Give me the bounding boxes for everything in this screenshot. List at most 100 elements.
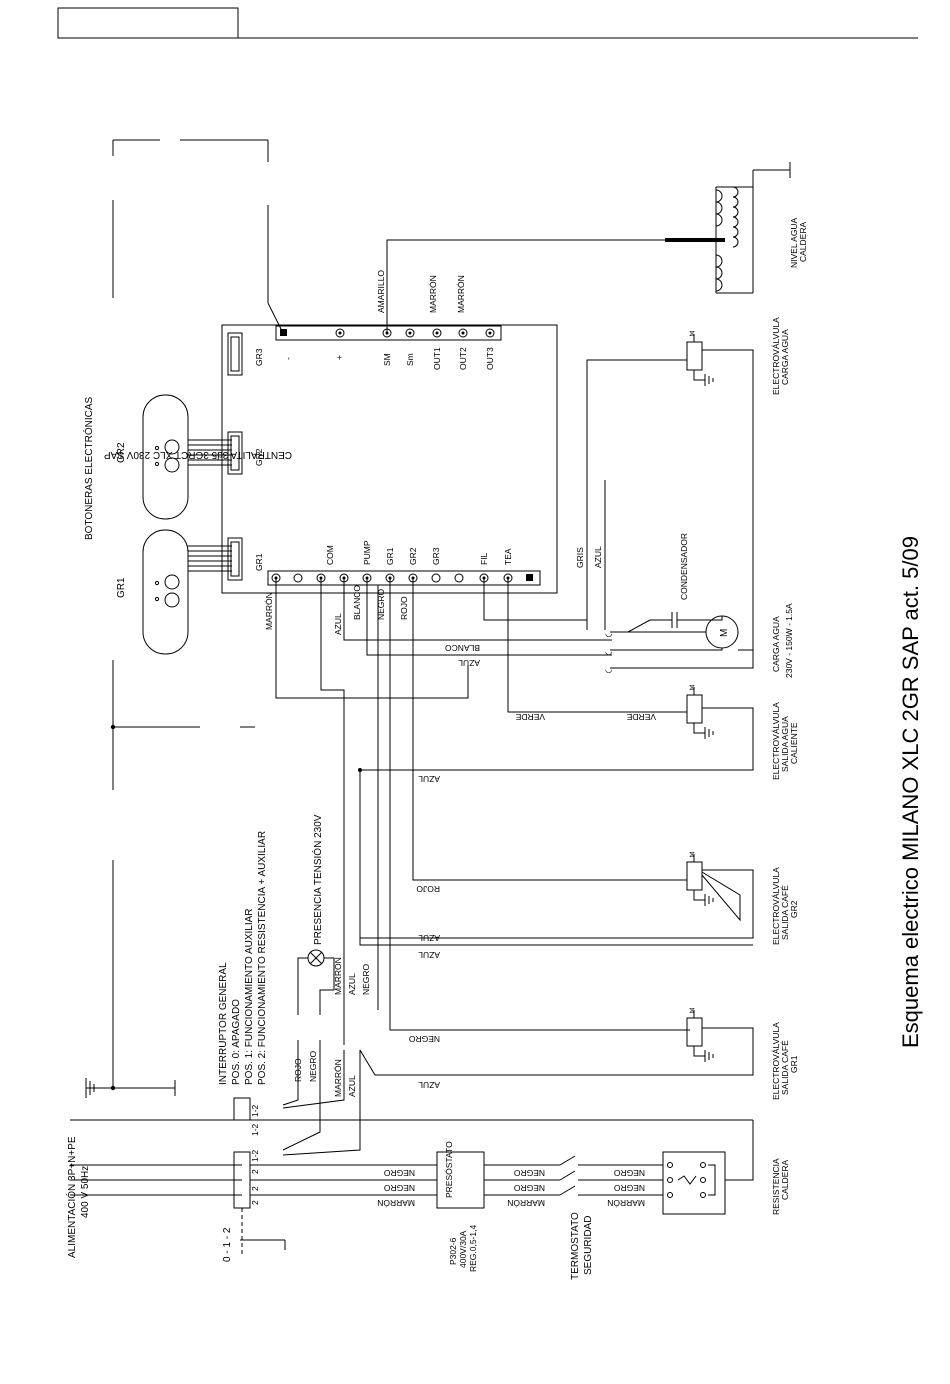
keypads-title: BOTONERAS ELECTRÓNICAS [82,396,95,540]
wire-marron-main [275,578,469,699]
wire-gr2-rojo [412,578,687,881]
condenser-label: CONDENSADOR [679,533,689,600]
switch-azul-label: AZUL [347,1075,357,1097]
lamp-label: PRESENCIA TENSIÓN 230V [311,814,324,945]
wire-azul-label-pump: AZUL [593,546,603,568]
svg-text:2: 2 [250,1169,260,1174]
board-side-connectors: GR3 GR2 GR1 [227,332,264,581]
terminal-minus-label: - [283,357,293,360]
svg-text:NEGRO: NEGRO [613,1168,645,1178]
terminal-tea-label: TEA [503,548,513,565]
feed-negro-label: NEGRO [361,963,371,995]
wire-gr1-negro [389,578,690,1031]
level-label-1: NIVEL AGUA [789,217,799,268]
terminal-out2-label: OUT2 [458,347,468,370]
svg-text:2: 2 [250,1200,260,1205]
svg-text:2: 2 [250,1186,260,1191]
pump-label-2: 230V - 150W - 1.5A [784,603,794,678]
terminal-sm-label: SM [382,353,392,366]
wire-azul-label-caliente: AZUL [418,774,440,784]
valve-carga-label-1: ELECTROVÁLVULA [771,317,781,395]
svg-text:⧖: ⧖ [689,849,695,859]
wire-verde-label-1: VERDE [515,712,545,722]
svg-text:MARRÓN: MARRÓN [377,1198,415,1208]
wire-azul-label-cross: AZUL [458,658,480,668]
main-switch: INTERRUPTOR GENERAL POS. 0: APAGADO POS.… [218,814,371,1262]
wire-gr3-frame [267,302,284,334]
power-supply: ALIMENTACIÓN 3P+N+PE 400 V 50Hz [65,1119,754,1258]
valve-caliente-label-3: CALIENTE [789,722,799,764]
svg-text:NEGRO: NEGRO [383,1168,415,1178]
valve-gr1-label-3: GR1 [789,1055,799,1073]
wire-negro-label-term: NEGRO [376,588,386,620]
wire-azul-common [359,770,753,946]
switch-marron-label: MARRÓN [333,1059,343,1097]
wire-azul-label-gr2-1: AZUL [418,933,440,943]
terminal-fil-label: FIL [479,552,489,565]
pump-label-1: CARGA AGUA [771,616,781,672]
wire-com [320,578,345,1045]
wire-amarillo-label: AMARILLO [376,270,386,313]
connector-gr2-label: GR2 [254,448,264,466]
valve-cafe-gr2: ⧖ ROJO AZUL AZUL ELECTROVÁLVULA SALIDA C… [360,849,799,960]
wire-azul-label-gr1: AZUL [418,1080,440,1090]
wire-blanco-label-term: BLANCO [352,585,362,620]
svg-text:◡: ◡ [605,664,613,674]
wire-rojo-label-term: ROJO [399,596,409,620]
terminal-sm-lower-label: Sm [405,353,415,366]
svg-text:1-2: 1-2 [250,1149,260,1162]
valve-cafe-gr1: ⧖ NEGRO AZUL ELECTROVÁLVULA SALIDA CAFÉ … [359,1005,799,1100]
power-label-1: ALIMENTACIÓN 3P+N+PE [65,1136,78,1258]
wire-rojo-label-gr2: ROJO [416,884,440,894]
svg-text:⧖: ⧖ [689,1005,695,1015]
valve-caliente-label-1: ELECTROVÁLVULA [771,702,781,780]
terminal-gr3-label: GR3 [431,547,441,565]
pressostat-spec-2: 400V/30A [458,1230,468,1268]
lamp-rojo-label: ROJO [293,1058,303,1082]
wire-blanco-label: BLANCO [445,643,480,653]
switch-positions: 0 - 1 - 2 [222,1227,233,1262]
svg-text:MARRÓN: MARRÓN [507,1198,545,1208]
valve-salida-agua: ⧖ VERDE VERDE AZUL ELECTROVÁLVULA SALIDA… [358,578,799,784]
pump-motor: M CONDENSADOR CARGA AGUA 230V - 150W - 1… [605,533,794,678]
heater-box [662,1151,726,1215]
heater-label-2: CALDERA [780,1160,790,1200]
svg-text:NEGRO: NEGRO [383,1183,415,1193]
valve-gr2-label-3: GR2 [789,900,799,918]
thermostat-label-1: TERMOSTATO [570,1212,581,1280]
terminal-pump-label: PUMP [362,540,372,565]
svg-text:1-2: 1-2 [250,1123,260,1136]
power-label-2: 400 V 50Hz [80,1166,91,1218]
keypads: BOTONERAS ELECTRÓNICAS GR2 GR1 [82,394,232,655]
wire-fil [483,578,587,621]
svg-text:M: M [719,629,730,637]
feed-azul-label: AZUL [347,973,357,995]
terminal-out3-label: OUT3 [485,347,495,370]
keypad-gr1-label: GR1 [116,577,127,598]
bottom-terminal-strip: COM PUMP GR1 GR2 GR3 FIL TEA [267,540,541,586]
terminal-gr1-label: GR1 [385,547,395,565]
valve-gr1-label-1: ELECTROVÁLVULA [771,1022,781,1100]
terminal-plus-label: + [334,355,344,360]
terminal-com-label: COM [325,545,335,565]
wire-gris-label: GRIS [575,547,585,568]
switch-title: INTERRUPTOR GENERAL [218,962,229,1085]
level-label-2: CALDERA [798,222,808,262]
svg-text:⧖: ⧖ [689,328,695,338]
pressostat-spec-3: REG.0,5-1,4 [468,1224,478,1272]
diagram-title: Esquema electrico MILANO XLC 2GR SAP act… [898,536,923,1048]
feed-marron-label: MARRÓN [333,957,343,995]
thermostat-label-2: SEGURIDAD [583,1216,594,1275]
valve-gr2-label-1: ELECTROVÁLVULA [771,867,781,945]
top-terminal-strip: - + SM Sm OUT1 OUT2 OUT3 [275,325,502,370]
wire-verde-label-2: VERDE [626,712,656,722]
keypad-gr2-label: GR2 [116,442,127,463]
wire-marron-label-1: MARRÓN [428,275,438,313]
svg-text:NEGRO: NEGRO [613,1183,645,1193]
valve-carga-label-2: CARGA AGUA [780,329,790,385]
heater-circuit: PRESÓSTATO P302-6 400V/30A REG.0,5-1,4 T… [250,1141,790,1280]
wire-marron-label-2: MARRÓN [456,275,466,313]
earth-symbol [85,1078,113,1098]
